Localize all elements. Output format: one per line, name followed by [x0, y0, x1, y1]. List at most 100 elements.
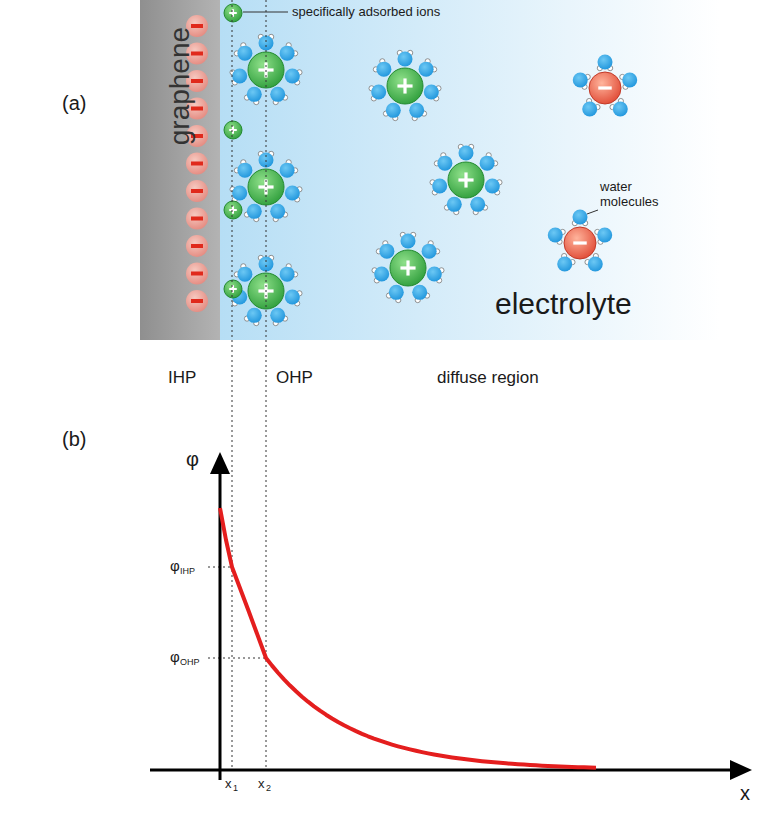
hydration-shell — [430, 144, 502, 214]
ion-sphere — [387, 68, 423, 104]
water-molecule — [232, 186, 247, 201]
water-molecule — [613, 102, 628, 117]
negative-charge — [186, 208, 208, 230]
water-molecule — [237, 267, 252, 282]
cation — [390, 250, 426, 286]
figure-label: φ — [170, 648, 180, 665]
water-molecule — [427, 267, 442, 282]
figure-label: x — [258, 777, 265, 792]
ion-sphere — [390, 250, 426, 286]
water-molecule — [480, 156, 495, 171]
hydration-shell — [548, 210, 612, 272]
water-molecule — [557, 257, 572, 272]
water-molecule — [573, 210, 588, 225]
water-molecule — [386, 103, 401, 118]
water-molecule — [237, 163, 252, 178]
water-molecule — [470, 197, 485, 212]
water-molecule — [237, 46, 252, 61]
hydration-shell — [573, 55, 637, 117]
minus-sign — [191, 272, 203, 276]
water-molecule — [485, 179, 500, 194]
plus-sign — [406, 260, 409, 275]
water-molecule — [398, 52, 413, 67]
ions — [224, 4, 637, 326]
ion-sphere — [564, 227, 596, 259]
axis-arrow — [730, 760, 752, 780]
figure-label: 1 — [233, 783, 238, 793]
water-molecule — [270, 204, 285, 219]
minus-sign — [598, 86, 611, 89]
minus-sign — [573, 241, 586, 244]
plane-line — [232, 0, 233, 770]
negative-charge — [186, 290, 208, 312]
water-molecule — [247, 204, 262, 219]
minus-sign — [191, 162, 203, 166]
figure-label: specifically adsorbed ions — [292, 5, 440, 20]
negative-charge — [186, 180, 208, 202]
water-molecule — [280, 163, 295, 178]
water-molecule — [422, 244, 437, 259]
minus-sign — [191, 189, 203, 193]
negative-charge — [186, 153, 208, 175]
water-molecule — [270, 308, 285, 323]
water-molecule — [371, 85, 386, 100]
x-axis — [150, 769, 735, 772]
water-molecule — [582, 102, 597, 117]
plus-sign — [464, 172, 467, 187]
level-line — [208, 658, 266, 659]
water-molecule — [424, 85, 439, 100]
water-molecule — [437, 156, 452, 171]
graphene-panel: graphene — [140, 0, 220, 340]
figure-label: IHP — [168, 368, 196, 388]
ion-sphere — [448, 162, 484, 198]
figure-label: (a) — [62, 92, 86, 115]
water-molecule — [573, 72, 588, 87]
negative-charge — [186, 263, 208, 285]
ion-sphere — [224, 280, 242, 298]
water-molecule — [232, 69, 247, 84]
water-molecule — [379, 244, 394, 259]
figure-label: x — [740, 782, 750, 805]
figure-label: IHP — [180, 566, 195, 576]
anion — [564, 227, 596, 259]
figure-label: OHP — [180, 657, 200, 667]
ion-sphere — [224, 4, 242, 22]
water-molecule — [270, 87, 285, 102]
water-molecule — [447, 197, 462, 212]
ion-sphere — [589, 72, 621, 104]
ion-sphere — [224, 201, 242, 219]
water-molecule — [285, 186, 300, 201]
water-molecule — [401, 234, 416, 249]
water-molecule — [588, 257, 603, 272]
cation — [224, 280, 242, 298]
water-molecule — [259, 36, 274, 51]
water-molecule — [247, 87, 262, 102]
water-molecule — [598, 55, 613, 70]
ion-sphere — [224, 121, 242, 139]
water-molecule — [412, 285, 427, 300]
region-label: electrolyte — [495, 287, 632, 322]
figure-label: φ — [186, 448, 199, 471]
hydration-shell — [230, 34, 302, 104]
water-molecule — [285, 69, 300, 84]
region-label: graphene — [164, 27, 196, 145]
water-molecule — [622, 72, 637, 87]
water-molecule — [597, 227, 612, 242]
minus-sign — [191, 244, 203, 248]
water-molecule — [389, 285, 404, 300]
axis-arrow — [210, 452, 230, 474]
water-molecule — [419, 62, 434, 77]
figure-label: φ — [170, 557, 180, 574]
water-molecule — [259, 257, 274, 272]
minus-sign — [191, 217, 203, 221]
hydration-shell — [372, 232, 444, 302]
figure-label: water molecules — [600, 180, 678, 210]
water-molecule — [280, 46, 295, 61]
water-molecule — [459, 146, 474, 161]
water-molecule — [280, 267, 295, 282]
cation — [224, 121, 242, 139]
hydration-shell — [369, 50, 441, 120]
water-molecule — [374, 267, 389, 282]
